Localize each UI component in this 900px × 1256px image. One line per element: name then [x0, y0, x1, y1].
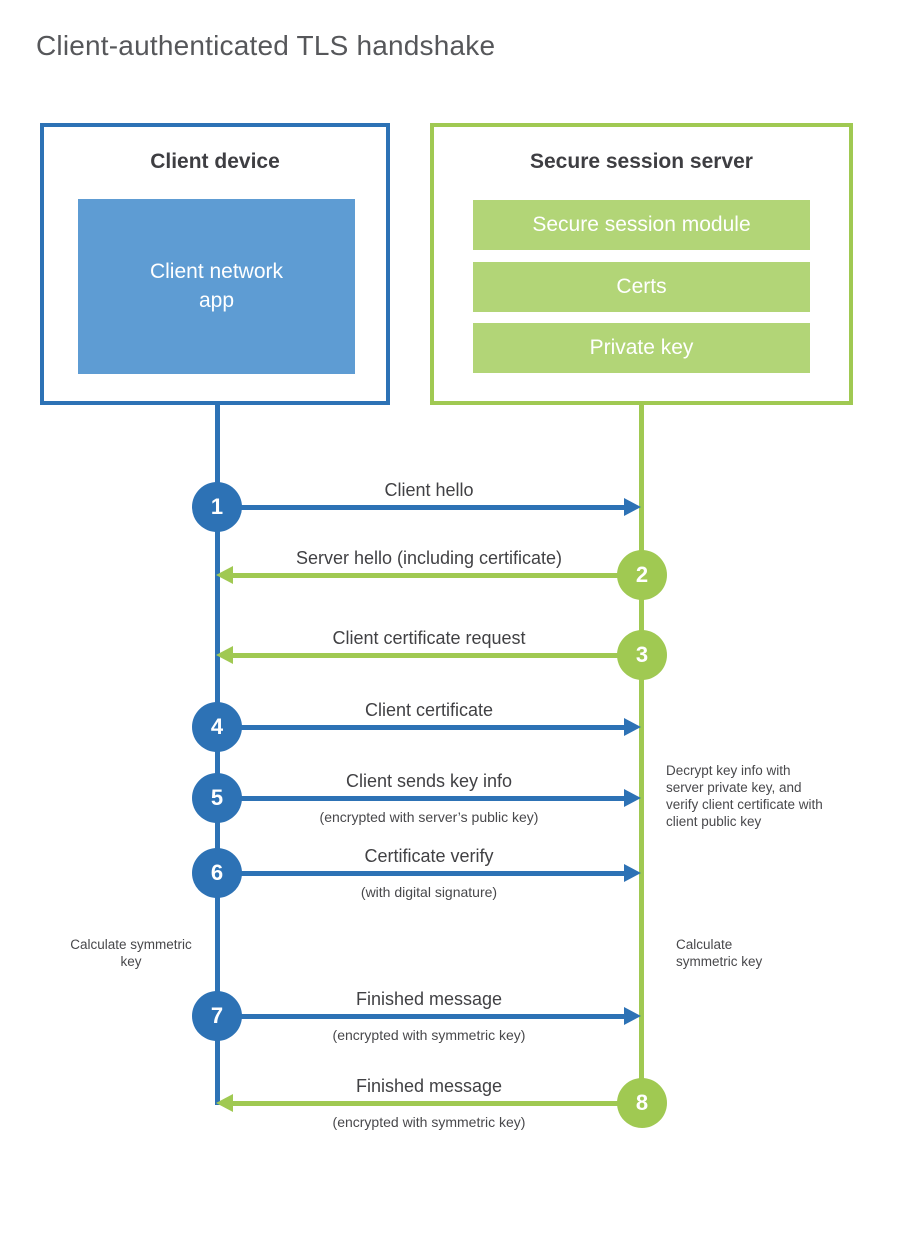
message-arrow	[233, 1101, 641, 1106]
server-module-bar: Certs	[473, 262, 810, 312]
server-module-bar: Private key	[473, 323, 810, 373]
message-sublabel: (encrypted with symmetric key)	[332, 1114, 526, 1130]
client-lifeline	[215, 405, 220, 1105]
message-number-badge: 1	[192, 482, 242, 532]
arrow-head-icon	[624, 864, 641, 882]
client-device-title: Client device	[150, 150, 280, 173]
decrypt-key-note: Decrypt key info with server private key…	[666, 763, 823, 829]
message-number-badge: 5	[192, 773, 242, 823]
message-number-badge: 3	[617, 630, 667, 680]
message-label: Client certificate	[364, 700, 494, 720]
page-title: Client-authenticated TLS handshake	[36, 30, 496, 61]
message-label: Certificate verify	[364, 846, 494, 866]
message-sublabel: (with digital signature)	[360, 884, 498, 900]
server-title: Secure session server	[530, 150, 753, 173]
message-number-badge: 2	[617, 550, 667, 600]
server-lifeline	[639, 405, 644, 1105]
server-module-bar: Secure session module	[473, 200, 810, 250]
message-number-badge: 4	[192, 702, 242, 752]
message-arrow	[217, 725, 624, 730]
arrow-head-icon	[216, 566, 233, 584]
message-arrow	[217, 796, 624, 801]
arrow-head-icon	[624, 789, 641, 807]
message-number-badge: 7	[192, 991, 242, 1041]
arrow-head-icon	[624, 1007, 641, 1025]
message-number-badge: 8	[617, 1078, 667, 1128]
client-network-app-label: Client network app	[149, 260, 284, 312]
arrow-head-icon	[624, 498, 641, 516]
message-arrow	[217, 505, 624, 510]
calculate-symmetric-key-note-client: Calculate symmetric key	[70, 937, 192, 969]
message-label: Server hello (including certificate)	[295, 548, 563, 568]
message-label: Client certificate request	[332, 628, 526, 648]
server-box: Secure session server Secure session mod…	[430, 123, 853, 405]
arrow-head-icon	[216, 1094, 233, 1112]
message-label: Finished message	[355, 1076, 503, 1096]
message-arrow	[217, 871, 624, 876]
message-label: Finished message	[355, 989, 503, 1009]
arrow-head-icon	[216, 646, 233, 664]
message-arrow	[217, 1014, 624, 1019]
message-arrow	[233, 653, 641, 658]
client-network-app-box: Client network app	[78, 199, 355, 374]
arrow-head-icon	[624, 718, 641, 736]
message-label: Client sends key info	[345, 771, 513, 791]
calculate-symmetric-key-note-server: Calculate symmetric key	[676, 937, 763, 969]
client-device-box: Client device Client network app	[40, 123, 390, 405]
message-number-badge: 6	[192, 848, 242, 898]
message-label: Client hello	[384, 480, 474, 500]
message-sublabel: (encrypted with symmetric key)	[332, 1027, 526, 1043]
message-sublabel: (encrypted with server’s public key)	[319, 809, 539, 825]
message-arrow	[233, 573, 641, 578]
